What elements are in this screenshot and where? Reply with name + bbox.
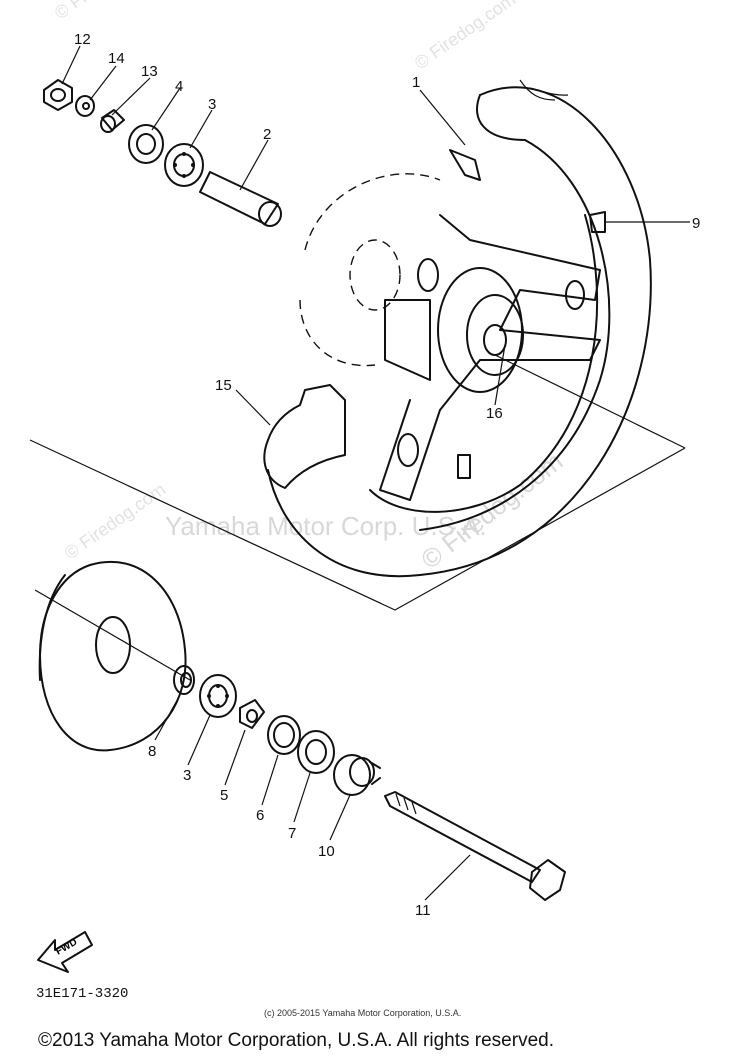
nut-12 — [43, 79, 73, 111]
callout-14: 14 — [108, 50, 125, 67]
callout-6: 6 — [256, 807, 264, 824]
collar-13 — [100, 109, 125, 133]
wheel-assembly — [263, 79, 652, 578]
callout-11: 11 — [415, 902, 431, 919]
catalog-number: 31E171-3320 — [36, 986, 128, 1002]
washer-14 — [75, 95, 95, 117]
brake-disc-lower — [38, 560, 187, 752]
callout-12: 12 — [74, 31, 91, 48]
seal-7 — [297, 730, 335, 774]
callout-8: 8 — [148, 743, 156, 760]
callout-5: 5 — [220, 787, 228, 804]
seal-6 — [267, 715, 301, 755]
watermark-top-right: © Firedog.com — [411, 0, 519, 73]
assembly-plane — [29, 439, 686, 611]
axle-11 — [384, 791, 566, 901]
callout-9: 9 — [692, 215, 700, 232]
callout-16: 16 — [486, 405, 503, 422]
callout-13: 13 — [141, 63, 158, 80]
callout-15: 15 — [215, 377, 232, 394]
bearing-3-upper — [164, 143, 204, 187]
copyright-notice: ©2013 Yamaha Motor Corporation, U.S.A. A… — [38, 1030, 554, 1051]
leader-lines — [34, 45, 690, 901]
small-copyright: (c) 2005-2015 Yamaha Motor Corporation, … — [264, 1008, 461, 1018]
callout-7: 7 — [288, 825, 296, 842]
callout-4: 4 — [175, 78, 183, 95]
callout-3-lower: 3 — [183, 767, 191, 784]
retainer-5 — [239, 699, 265, 729]
spacer-2 — [199, 171, 282, 227]
watermark-mid-left: © Firedog.com — [61, 479, 169, 563]
callout-3-upper: 3 — [208, 96, 216, 113]
watermark-yamaha: Yamaha Motor Corp. U.S.A. — [165, 511, 487, 541]
callout-10: 10 — [318, 843, 335, 860]
gear-unit-10 — [333, 754, 381, 796]
fwd-arrow-icon: FWD — [37, 931, 93, 973]
bearing-3-lower — [199, 674, 237, 718]
seal-4 — [128, 124, 164, 164]
callout-1: 1 — [412, 74, 420, 91]
watermark-top-left: © Firedog.com — [51, 0, 159, 23]
collar-8 — [173, 665, 195, 695]
callout-2: 2 — [263, 126, 271, 143]
brake-disc-upper — [299, 173, 441, 367]
